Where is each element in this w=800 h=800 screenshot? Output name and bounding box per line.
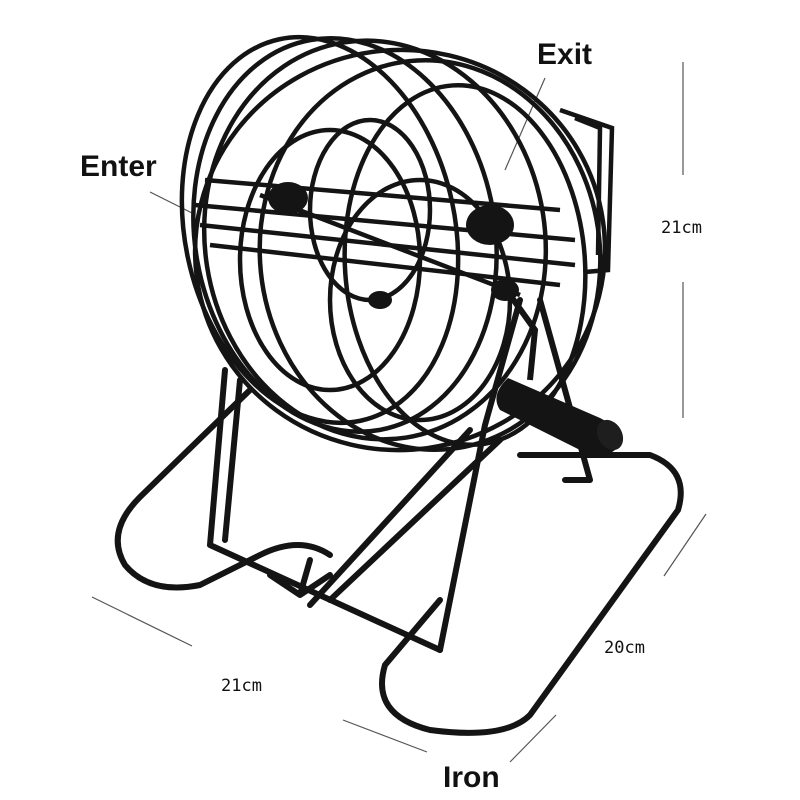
handle-grip	[496, 378, 620, 456]
crank-arm	[507, 293, 539, 381]
drum-hubs	[268, 182, 519, 309]
material-label: Iron	[443, 761, 500, 794]
stand-brace	[267, 557, 333, 598]
width-guide-left	[91, 596, 193, 647]
dimension-lines	[91, 62, 707, 763]
base-loop-right	[379, 452, 684, 736]
drum-bar-1	[204, 177, 561, 213]
drum-exit-chute-2	[574, 115, 603, 256]
hub-back	[268, 182, 308, 214]
drum-rib-2	[201, 38, 549, 442]
base-loop-left	[114, 387, 333, 591]
stand-brace-3	[327, 437, 503, 603]
width-guide-right	[342, 719, 428, 753]
handle-grip-end	[596, 419, 624, 451]
drum-bar-2	[194, 202, 576, 243]
stand-leg-left	[207, 367, 443, 653]
stand-brace-2	[307, 427, 473, 608]
drum-axle	[259, 192, 521, 298]
drum-front-rim	[179, 34, 461, 426]
stand-leg-left-inner	[222, 377, 243, 543]
hub-mid	[368, 291, 392, 309]
height-dimension-label: 21cm	[661, 218, 702, 238]
crank-handle	[496, 293, 624, 456]
drum-exit-chute	[559, 107, 615, 275]
exit-label: Exit	[537, 38, 593, 71]
drum-bar-4	[209, 242, 561, 288]
width-dimension-label: 21cm	[221, 676, 262, 696]
enter-pointer	[149, 191, 193, 214]
exit-pointer	[504, 77, 546, 171]
stand-upright-right-2	[537, 297, 593, 483]
depth-guide-top	[663, 513, 707, 577]
hub-front	[466, 205, 514, 245]
enter-label: Enter	[80, 150, 157, 183]
stand-upright-right	[437, 297, 523, 653]
drum-rib-4	[342, 82, 588, 448]
depth-dimension-label: 20cm	[604, 638, 645, 658]
stand-base	[114, 297, 684, 736]
depth-guide-bottom	[509, 714, 557, 763]
